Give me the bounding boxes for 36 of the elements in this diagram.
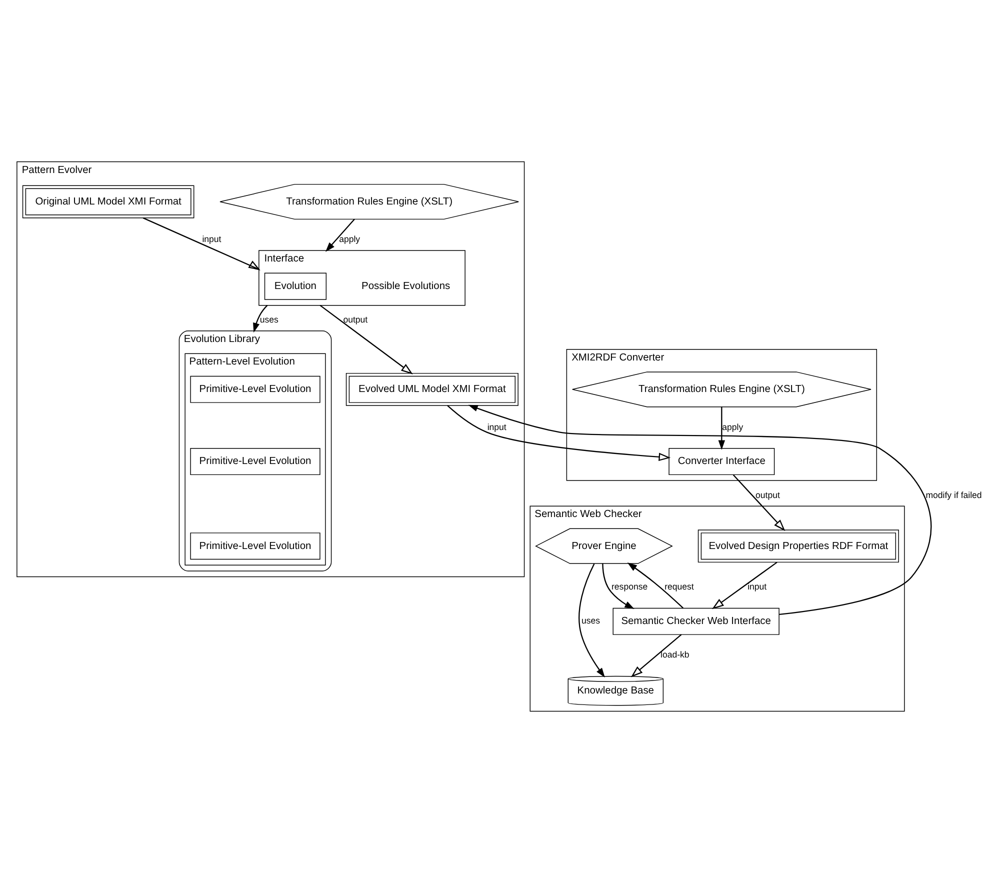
arrow [253,304,268,333]
node-box: Evolved UML Model XMI Format [346,372,518,406]
edge-label: apply [339,234,360,244]
edge-label: input [748,582,767,592]
arrow [578,563,605,678]
edge-label: apply [722,422,744,432]
edge-label: modify if failed [926,490,982,500]
arrow [732,474,786,532]
arrow [718,406,726,450]
arrow [630,634,682,678]
node-box: Converter Interface [668,448,775,476]
node-box: Evolved Design Properties RDF Format [698,530,899,563]
edge-label: input [487,422,506,432]
arrow [320,304,413,374]
arrow [712,562,778,610]
edge-label: response [612,582,648,592]
arrow [602,563,634,610]
node-box: Original UML Model XMI Format [22,185,194,218]
edge-label: output [756,490,780,500]
arrow [447,405,671,462]
node-label: Possible Evolutions [362,281,450,292]
node-box: Primitive-Level Evolution [190,532,320,560]
arrow [627,562,684,609]
edge-label: output [343,314,368,325]
node-box: Primitive-Level Evolution [190,376,320,403]
edge-label: request [664,582,694,592]
arrow [142,217,260,270]
node-box: Semantic Checker Web Interface [612,608,780,635]
arrow [325,218,355,252]
node-box: Evolution [264,272,327,300]
edge-label: input [202,234,222,244]
edge-label: load-kb [660,650,690,660]
node-box: Primitive-Level Evolution [190,448,320,476]
edge-label: uses [260,314,278,325]
arrow [468,404,932,616]
edge-label: uses [582,616,600,626]
